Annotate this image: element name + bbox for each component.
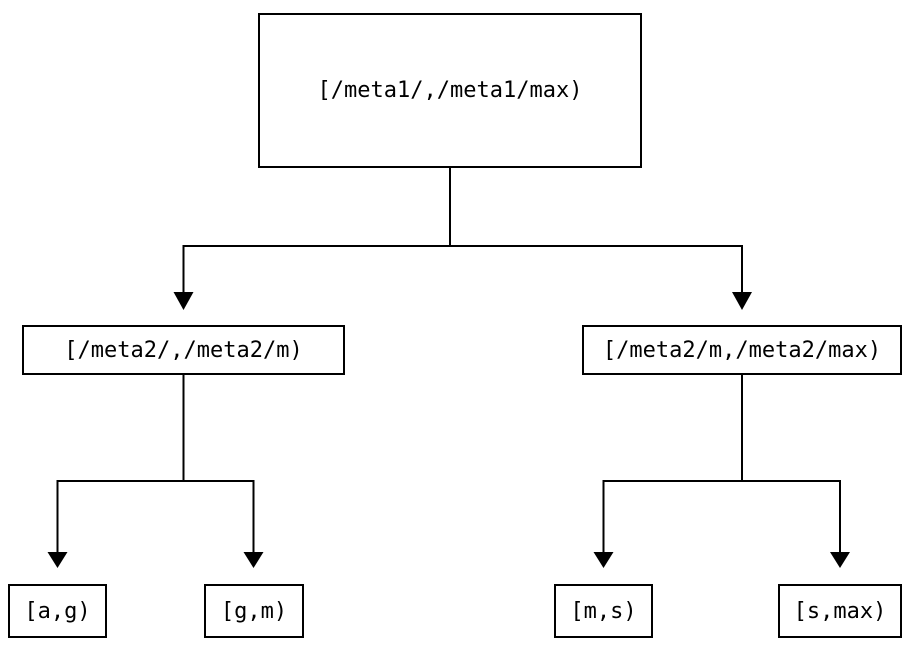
node-leaf-ag-label: [a,g) — [24, 598, 91, 624]
node-meta2-upper-label: [/meta2/m,/meta2/max) — [602, 337, 882, 363]
connector-root-branch — [182, 245, 743, 292]
arrowhead-leaf-ag — [47, 552, 68, 568]
arrowhead-leaf-smax — [830, 552, 850, 568]
arrowhead-right-child — [732, 292, 752, 310]
connector-left-branch — [56, 480, 255, 552]
arrowhead-leaf-ms — [593, 552, 614, 568]
node-meta2-lower: [/meta2/,/meta2/m) — [22, 325, 345, 375]
connector-right-branch — [602, 480, 841, 552]
node-leaf-ms: [m,s) — [554, 584, 653, 638]
node-leaf-gm: [g,m) — [204, 584, 304, 638]
node-root: [/meta1/,/meta1/max) — [258, 13, 642, 168]
node-root-label: [/meta1/,/meta1/max) — [317, 78, 583, 103]
node-meta2-lower-label: [/meta2/,/meta2/m) — [64, 337, 303, 363]
node-meta2-upper: [/meta2/m,/meta2/max) — [582, 325, 902, 375]
node-leaf-smax: [s,max) — [778, 584, 902, 638]
arrowhead-leaf-gm — [243, 552, 264, 568]
node-leaf-ag: [a,g) — [8, 584, 107, 638]
node-leaf-ms-label: [m,s) — [570, 598, 637, 624]
node-leaf-gm-label: [g,m) — [220, 598, 288, 624]
node-leaf-smax-label: [s,max) — [793, 598, 887, 624]
arrowhead-left-child — [173, 292, 194, 310]
